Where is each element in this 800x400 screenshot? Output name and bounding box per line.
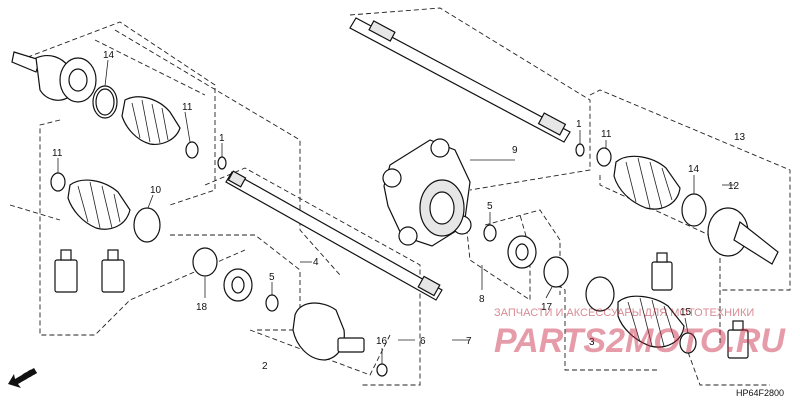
- front-direction-arrow: FR.: [8, 366, 39, 388]
- circlip-5-left: [265, 294, 279, 312]
- grease-bottles-left: [54, 249, 125, 293]
- circlip-18: [192, 247, 218, 277]
- boot-right-upper: [613, 155, 681, 210]
- callout-11-upper: 11: [182, 102, 193, 113]
- callout-1-right: 1: [576, 119, 582, 130]
- boot-band-11-upper: [185, 141, 199, 159]
- callout-6: 6: [420, 336, 426, 347]
- callout-11-right: 11: [601, 129, 612, 140]
- callout-9: 9: [512, 145, 518, 156]
- inner-race-right: [507, 235, 537, 269]
- outer-cv-joint-upper: [11, 51, 97, 103]
- hub-carrier: [382, 138, 472, 247]
- boot-band-11-right: [596, 147, 612, 167]
- drive-shaft-upper-right: [349, 17, 571, 143]
- boot-right-lower: [617, 295, 685, 348]
- inner-race-center: [223, 268, 253, 302]
- leader-lines: [57, 59, 735, 364]
- boot-band-11-left: [50, 172, 66, 192]
- callout-17: 17: [541, 302, 553, 313]
- circlip-17: [543, 256, 569, 288]
- callout-16: 16: [376, 336, 388, 347]
- outer-cv-joint-right: [707, 207, 779, 265]
- circlip-3: [585, 276, 615, 312]
- callout-2: 2: [262, 361, 268, 372]
- watermark: ЗАПЧАСТИ И АКСЕССУАРЫ ДЛЯ МОТОТЕХНИКИ PA…: [494, 307, 786, 360]
- circlip-1-right: [575, 143, 585, 157]
- circlip-16: [376, 363, 388, 377]
- callout-12: 12: [728, 181, 740, 192]
- grease-bottles-right: [651, 252, 749, 359]
- callout-8: 8: [479, 294, 485, 305]
- callout-14-right: 14: [688, 164, 700, 175]
- callout-1-upper: 1: [219, 133, 225, 144]
- callout-10: 10: [150, 185, 162, 196]
- watermark-tagline: ЗАПЧАСТИ И АКСЕССУАРЫ ДЛЯ МОТОТЕХНИКИ: [494, 307, 754, 319]
- callout-5-right: 5: [487, 201, 493, 212]
- callout-11-left: 11: [52, 148, 63, 159]
- boot-band-14-upper: [92, 85, 118, 119]
- callout-labels: 14 11 1 11 10 4 5 18 2 16 6 7 9 1 5 8 17…: [52, 50, 746, 372]
- callout-3: 3: [589, 337, 595, 348]
- callout-5-left: 5: [269, 272, 275, 283]
- callout-15: 15: [680, 307, 692, 318]
- callout-14-upper: 14: [103, 50, 115, 61]
- boot-upper: [121, 96, 181, 145]
- circlip-1-upper: [217, 156, 227, 170]
- boot-band-14-right: [681, 193, 707, 227]
- callout-13: 13: [734, 132, 746, 143]
- inner-joint-housing-2: [292, 302, 365, 361]
- diagram-code: HP64F2800: [736, 388, 784, 398]
- callout-4: 4: [313, 257, 319, 268]
- boot-band-10: [133, 207, 161, 243]
- circlip-5-right: [483, 224, 497, 242]
- drive-shaft-middle: [225, 170, 443, 301]
- boot-left: [67, 179, 131, 230]
- watermark-logo: PARTS2MOTO.RU: [494, 322, 786, 360]
- callout-7: 7: [466, 336, 472, 347]
- callout-18: 18: [196, 302, 208, 313]
- direction-label: FR.: [21, 366, 39, 382]
